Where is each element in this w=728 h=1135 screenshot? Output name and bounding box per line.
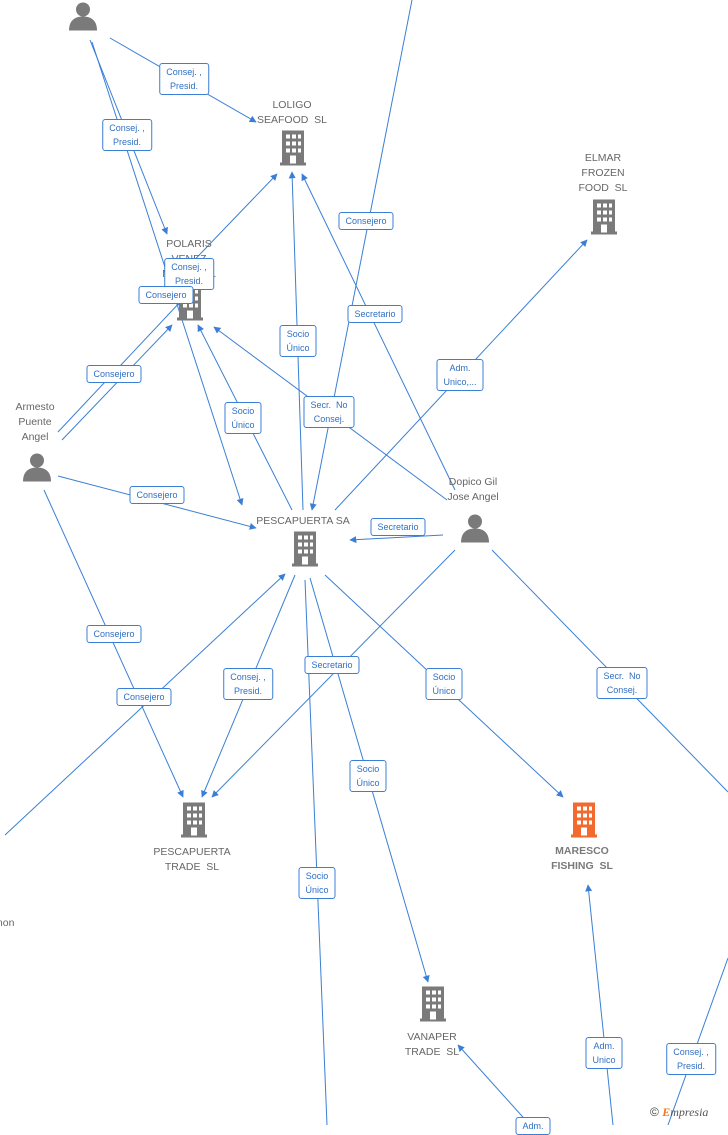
edge-label: Secretario xyxy=(347,305,403,323)
building-icon[interactable] xyxy=(419,986,447,1027)
company-name-loligo[interactable]: LOLIGO SEAFOOD SL xyxy=(256,99,328,126)
edge-label: Adm. Unico,... xyxy=(436,359,484,391)
edge-offright-bottom xyxy=(667,957,728,1125)
edge-label: Consej. , Presid. xyxy=(164,258,214,290)
building-icon[interactable] xyxy=(590,199,618,240)
edge-offpage-vanaper xyxy=(457,1044,531,1125)
copyright-symbol: © xyxy=(650,1105,659,1119)
company-name-pescapuerta-sa[interactable]: PESCAPUERTA SA xyxy=(256,515,350,527)
edge-label: Secretario xyxy=(304,656,360,674)
edge-label: Socio Único xyxy=(349,760,387,792)
edge-label: Socio Único xyxy=(298,867,336,899)
edge-label: Consej. , Presid. xyxy=(102,119,152,151)
edge-label: Secretario xyxy=(370,518,426,536)
edge-label: Consejero xyxy=(116,688,172,706)
edge-offpage-maresco xyxy=(585,884,614,1125)
edge-label: Consejero xyxy=(129,486,185,504)
person-name-dopico[interactable]: Dopico Gil Jose Angel xyxy=(447,476,499,503)
edge-label: Socio Único xyxy=(425,668,463,700)
edge-top-offpage xyxy=(309,0,413,511)
edge-label: Secr. No Consej. xyxy=(303,396,355,428)
edge-label: Socio Único xyxy=(224,402,262,434)
person-icon[interactable] xyxy=(22,452,52,487)
building-icon[interactable] xyxy=(180,802,208,843)
company-name-maresco[interactable]: MARESCO FISHING SL xyxy=(551,845,613,872)
person-name-left-partial[interactable]: a mon xyxy=(0,917,15,929)
company-name-elmar[interactable]: ELMAR FROZEN FOOD SL xyxy=(578,152,628,194)
edge-label: Secr. No Consej. xyxy=(596,667,648,699)
edge-label: Adm. xyxy=(515,1117,551,1135)
edge-label: Consej. , Presid. xyxy=(159,63,209,95)
person-icon[interactable] xyxy=(460,513,490,548)
company-name-pescapuerta-trade[interactable]: PESCAPUERTA TRADE SL xyxy=(153,846,231,873)
person-name-armesto[interactable]: Armesto Puente Angel xyxy=(15,401,55,443)
edge-label: Consejero xyxy=(138,286,194,304)
edge-label: Consejero xyxy=(86,625,142,643)
brand-footer: © Empresia xyxy=(650,1105,708,1120)
edge-label: Socio Único xyxy=(279,325,317,357)
person-icon[interactable] xyxy=(68,1,98,36)
edge-label: Consej. , Presid. xyxy=(223,668,273,700)
building-icon[interactable] xyxy=(291,531,319,572)
building-icon[interactable] xyxy=(279,130,307,171)
edge-dopico-pescapuerta xyxy=(349,534,444,544)
company-name-vanaper[interactable]: VANAPER TRADE SL xyxy=(404,1031,460,1058)
edge-dopico-loligo xyxy=(301,173,456,491)
building-icon-highlighted[interactable] xyxy=(570,802,598,843)
edge-label: Consej. , Presid. xyxy=(666,1043,716,1075)
edge-label: Consejero xyxy=(338,212,394,230)
brand-logo[interactable]: Empresia xyxy=(662,1105,709,1119)
edge-label: Adm. Unico xyxy=(585,1037,623,1069)
edge-armesto-trade xyxy=(43,489,184,798)
edge-label: Consejero xyxy=(86,365,142,383)
